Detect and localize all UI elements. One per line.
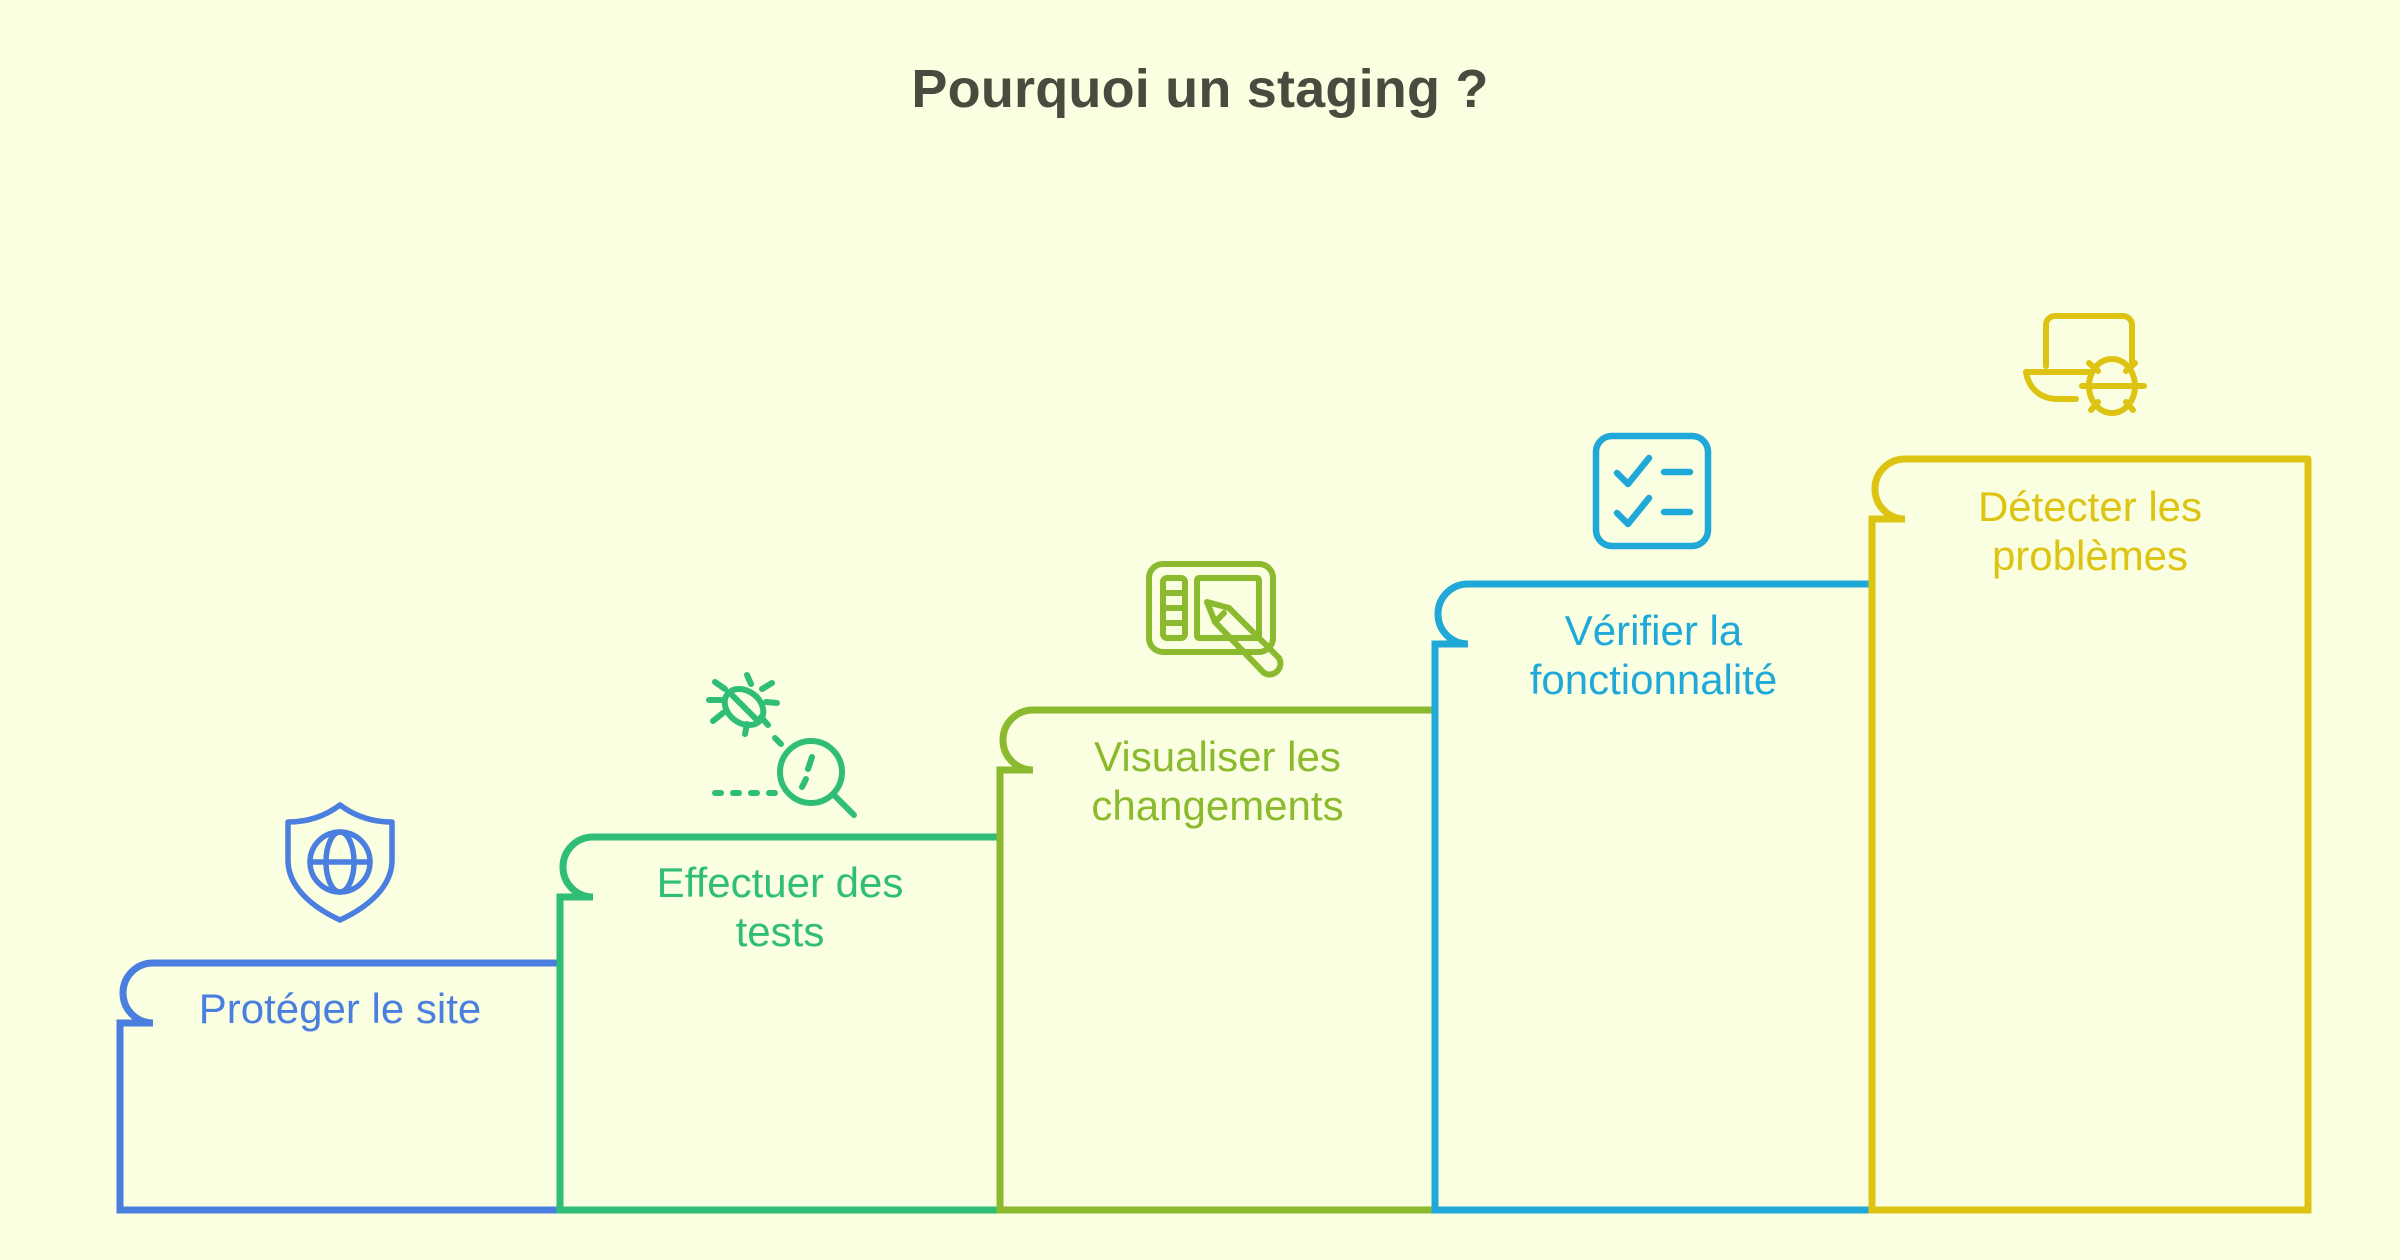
page-title: Pourquoi un staging ? bbox=[911, 59, 1489, 119]
step-2-shape[interactable] bbox=[556, 833, 1004, 1214]
step-1-shape[interactable] bbox=[116, 959, 564, 1214]
shield-globe-icon bbox=[285, 802, 395, 923]
step-2-label: Effectuer des tests bbox=[656, 859, 904, 956]
step-1-label: Protéger le site bbox=[198, 985, 482, 1032]
graphics-tablet-stylus-icon bbox=[1146, 561, 1284, 678]
step-3-shape[interactable] bbox=[996, 706, 1439, 1214]
step-3-label: Visualiser les changements bbox=[1091, 733, 1344, 830]
step-5-label: Détecter les problèmes bbox=[1977, 483, 2203, 580]
bug-magnifier-icon bbox=[706, 672, 857, 818]
step-4-label: Vérifier la fonctionnalité bbox=[1529, 607, 1778, 704]
checklist-icon bbox=[1592, 432, 1712, 550]
step-5-shape[interactable] bbox=[1868, 455, 2312, 1214]
laptop-bug-icon bbox=[2023, 313, 2147, 416]
step-4-shape[interactable] bbox=[1431, 580, 1876, 1214]
